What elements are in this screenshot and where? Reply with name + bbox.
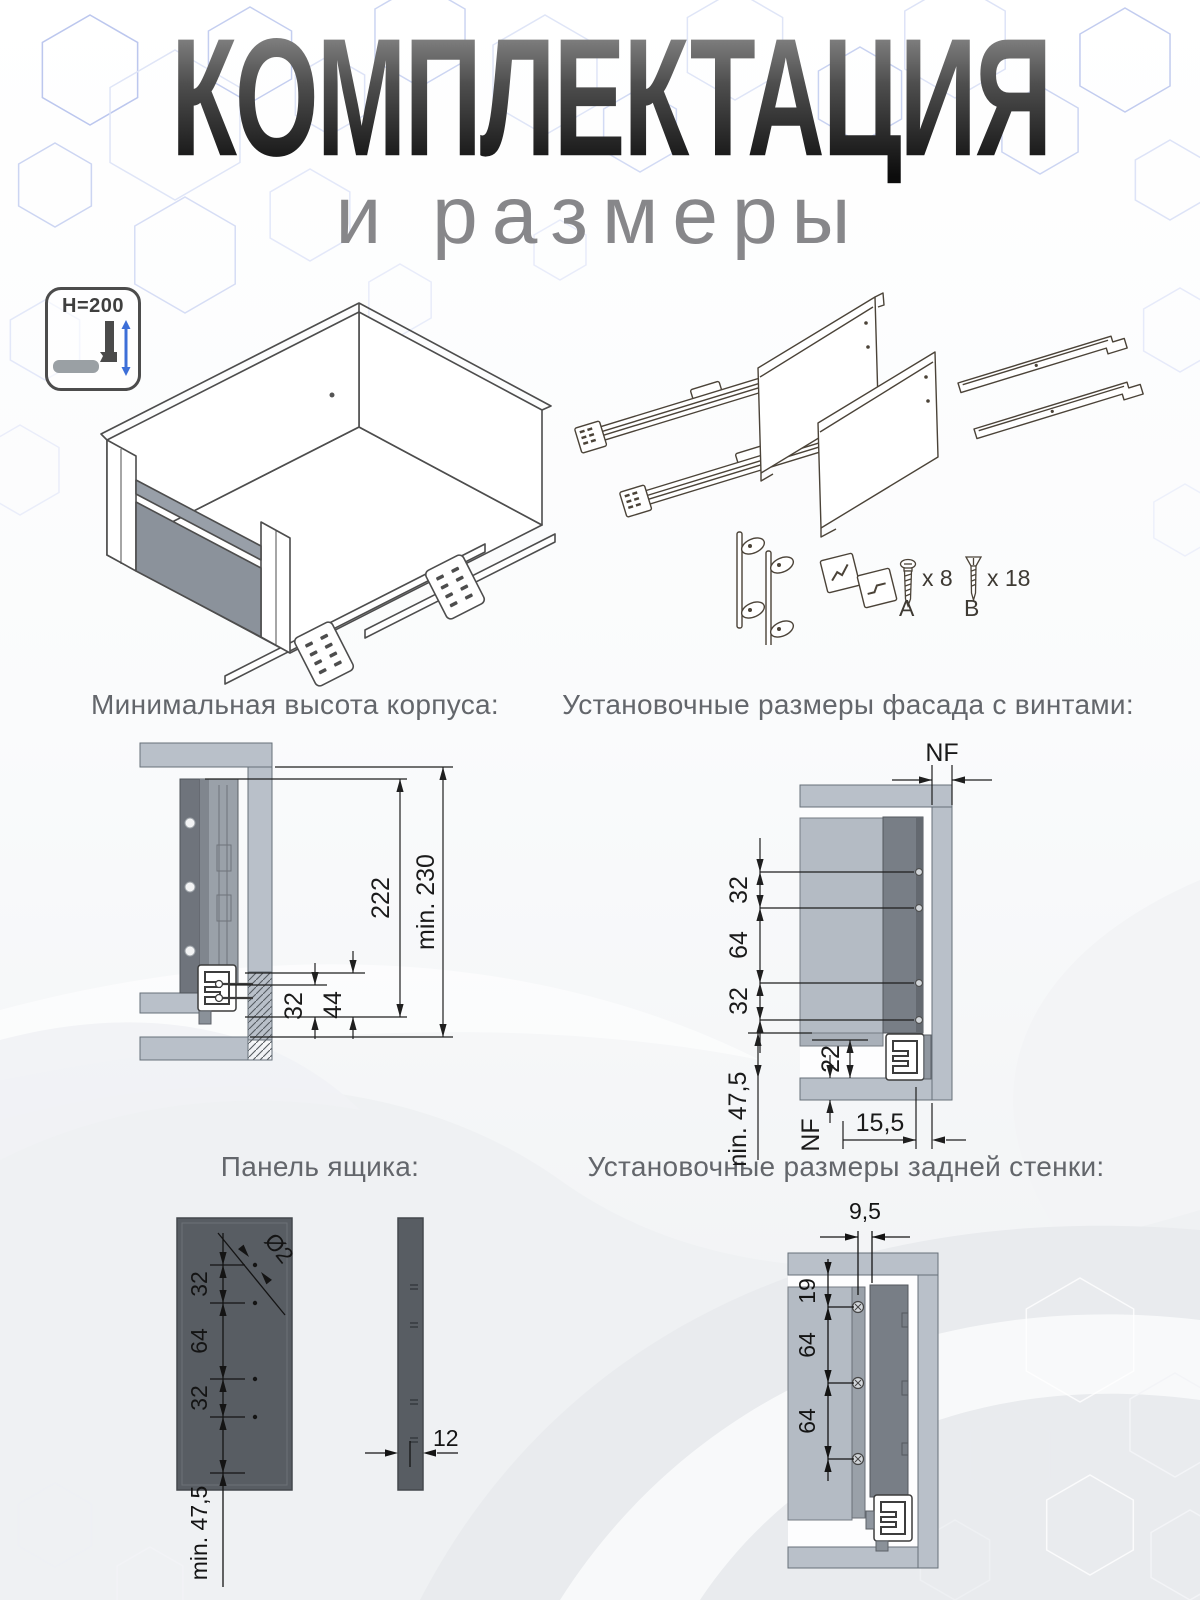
page-subtitle: и размеры <box>335 170 865 261</box>
drawer-height-icon <box>53 320 131 376</box>
height-badge-label: H=200 <box>62 295 124 317</box>
height-badge: H=200 <box>45 287 141 391</box>
heading-min-cabinet-height: Минимальная высота корпуса: <box>91 689 499 720</box>
screw-b-letter: B <box>964 595 979 621</box>
dim-64: 64 <box>186 1328 212 1354</box>
slide-bracket-plates <box>293 554 486 687</box>
page-title-block: КОМПЛЕКТАЦИЯ и размеры <box>0 11 1200 261</box>
rail-hook-detail <box>885 1033 925 1081</box>
rail-hook-detail <box>873 1494 913 1542</box>
dim-19: 19 <box>794 1278 820 1304</box>
panel-front-view <box>176 1217 293 1491</box>
facade-screws <box>915 868 923 1024</box>
cabinet-boards <box>799 784 953 1101</box>
back-profiles <box>957 332 1144 446</box>
rail-hook-detail <box>197 964 237 1012</box>
screw-b-qty: x 18 <box>987 565 1030 591</box>
dim-32-bottom: 32 <box>725 987 753 1015</box>
dim-222: 222 <box>367 877 395 919</box>
dim-64-bottom: 64 <box>794 1408 820 1434</box>
dim-155: 15,5 <box>856 1109 905 1137</box>
side-panels <box>757 292 939 538</box>
screw-a-qty: x 8 <box>922 565 953 591</box>
dim-64-top: 64 <box>794 1332 820 1358</box>
slide-rail <box>199 778 239 986</box>
drawer-side-panel <box>869 1284 909 1498</box>
cover-caps <box>819 552 898 609</box>
heading-facade-dimensions: Установочные размеры фасада с винтами: <box>562 689 1134 720</box>
dim-22: 22 <box>817 1045 845 1073</box>
dim-64: 64 <box>725 931 753 959</box>
kit-components-illustration: x 8 A x 18 B <box>572 292 1144 645</box>
screw-strip <box>851 1286 866 1519</box>
screw-a-letter: A <box>899 595 915 621</box>
dimension-lines <box>205 766 453 1039</box>
screw-a-icon <box>899 558 917 608</box>
facade-rail-panel <box>882 816 924 1034</box>
mounting-screws <box>214 979 253 1003</box>
heading-back-wall: Установочные размеры задней стенки: <box>587 1151 1105 1182</box>
dim-32-top: 32 <box>725 876 753 904</box>
dim-44: 44 <box>319 991 347 1019</box>
drawer-box <box>100 302 556 685</box>
screw-b-icon <box>964 556 983 603</box>
cabinet-boards <box>787 1252 939 1569</box>
facade-brackets <box>736 531 797 645</box>
back-wall-panel <box>787 1286 853 1521</box>
min-height-drawing: 222 min. 230 32 44 <box>139 742 453 1061</box>
dim-min-475: min. 47,5 <box>724 1072 752 1165</box>
dim-nf-top: NF <box>925 739 958 767</box>
drawer-panel-drawing: Ø2 32 64 32 min. 47,5 12 <box>176 1217 459 1587</box>
dim-min-475: min. 47,5 <box>186 1486 212 1581</box>
heading-drawer-panel: Панель ящика: <box>220 1151 420 1182</box>
dim-32: 32 <box>280 992 308 1020</box>
dim-min-230: min. 230 <box>412 854 440 950</box>
dim-32-top: 32 <box>186 1271 212 1297</box>
drawer-assembly-illustration <box>100 302 556 687</box>
dim-32-bottom: 32 <box>186 1385 212 1411</box>
dim-95: 9,5 <box>849 1198 881 1224</box>
page-title: КОМПЛЕКТАЦИЯ <box>170 2 1052 192</box>
facade-dimensions-drawing: NF 32 64 32 22 min. 47,5 NF 15,5 <box>724 739 992 1165</box>
side-notches <box>410 1284 418 1443</box>
back-wall-drawing: 9,5 19 64 64 <box>787 1198 939 1569</box>
panel-holes <box>184 817 196 957</box>
dim-nf-bottom: NF <box>797 1118 825 1151</box>
drawer-side-panel <box>799 817 884 1034</box>
dim-thickness-12: 12 <box>433 1425 459 1451</box>
